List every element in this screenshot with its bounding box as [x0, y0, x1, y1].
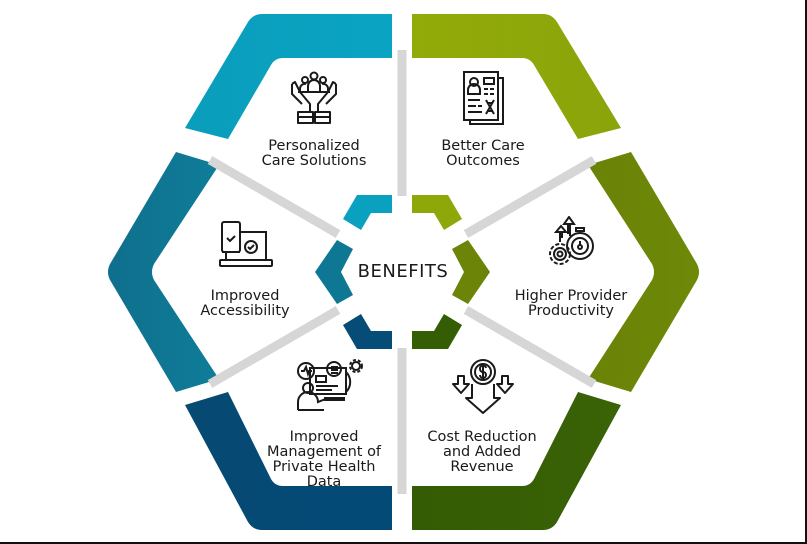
segment-accessibility-band	[108, 152, 219, 392]
label-cost-reduction: Cost Reduction and Added Revenue	[427, 429, 537, 475]
devices-check-icon	[219, 221, 273, 267]
inner-segment-bottom-right	[412, 314, 462, 349]
label-better-care-outcomes: Better Care Outcomes	[441, 138, 525, 169]
spokes	[207, 50, 597, 494]
hands-holding-people-icon	[291, 71, 337, 124]
label-personalized-care: Personalized Care Solutions	[261, 138, 367, 169]
label-private-health-data: Improved Management of Private Health Da…	[266, 429, 382, 490]
person-monitor-data-icon	[297, 359, 363, 411]
segment-better-care-band	[412, 14, 621, 139]
center-title: BENEFITS	[357, 261, 449, 282]
medical-record-dna-icon	[463, 71, 504, 125]
segment-cost-reduction-band	[412, 392, 621, 530]
dollar-down-arrows-icon	[452, 359, 514, 414]
gears-stopwatch-arrows-icon	[549, 216, 594, 265]
inner-segment-mid-right	[452, 240, 490, 304]
segment-private-data-band	[185, 392, 392, 530]
inner-segment-top-right	[412, 195, 462, 230]
label-higher-provider-productivity: Higher Provider Productivity	[514, 288, 628, 319]
inner-segment-top-left	[343, 195, 392, 230]
segment-productivity-band	[588, 152, 699, 392]
inner-segment-mid-left	[315, 240, 353, 304]
segment-personalized-care-band	[185, 14, 392, 139]
label-improved-accessibility: Improved Accessibility	[200, 288, 290, 319]
inner-segment-bottom-left	[343, 314, 392, 349]
